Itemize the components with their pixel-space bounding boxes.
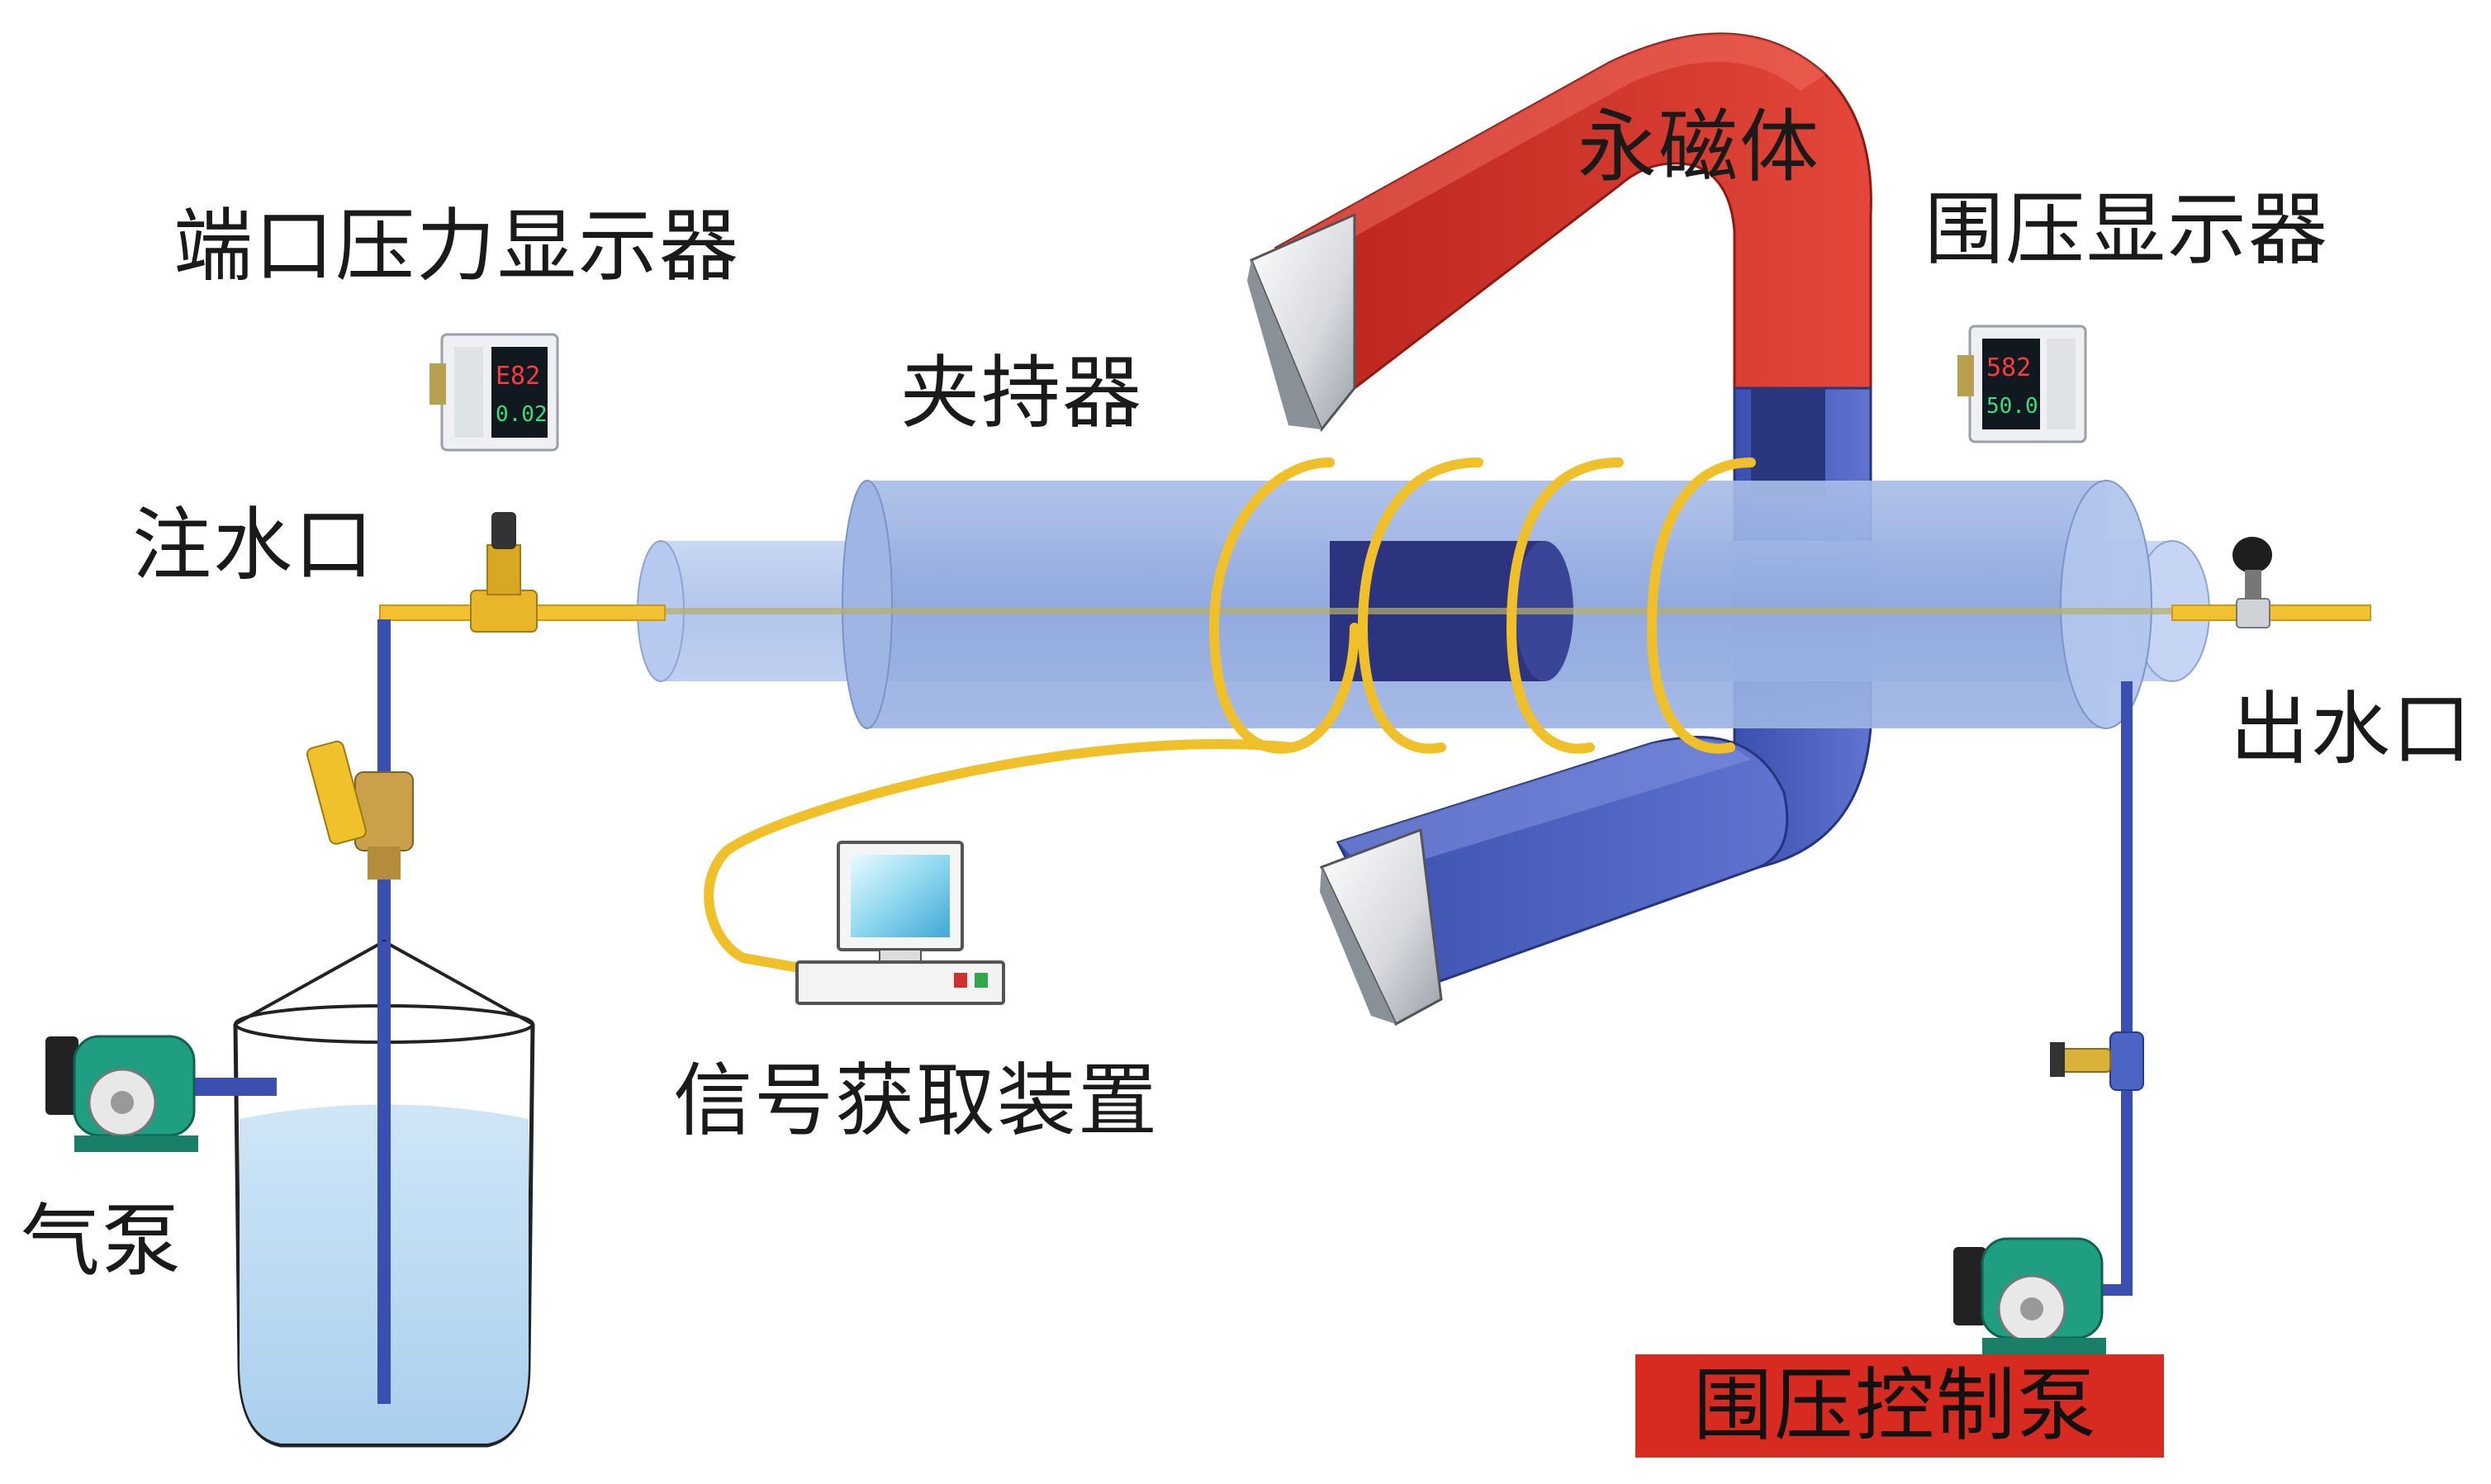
outlet-valve <box>2232 537 2272 628</box>
label-outlet: 出水口 <box>2230 683 2473 775</box>
label-holder: 夹持器 <box>900 347 1143 439</box>
confining-pipe <box>2121 681 2133 1288</box>
ball-valve <box>306 740 414 879</box>
port-pressure-gauge: E82 0.02 <box>429 333 559 452</box>
magnet-lower-arm <box>1319 736 1789 1026</box>
signal-computer <box>795 841 1005 1005</box>
label-air-pump: 气泵 <box>21 1195 183 1287</box>
label-confining-pressure-display: 围压显示器 <box>1924 183 2329 276</box>
label-signal-device: 信号获取装置 <box>673 1055 1159 1147</box>
water-beaker <box>194 939 535 1448</box>
magnet-pole-top <box>1247 212 1356 432</box>
gauge-left-top: E82 <box>496 362 540 391</box>
signal-cable <box>704 739 1298 975</box>
confining-control-pump <box>1953 1237 2106 1354</box>
core-holder <box>637 480 2210 729</box>
sensor-coils <box>704 458 1756 975</box>
gauge-right-top: 582 <box>1986 353 2031 382</box>
label-permanent-magnet: 永磁体 <box>1578 101 1820 193</box>
inlet-valve <box>470 512 538 633</box>
gauge-left-bottom: 0.02 <box>496 402 548 427</box>
label-confining-pump: 围压控制泵 <box>1693 1359 2098 1452</box>
air-pump <box>45 1035 198 1152</box>
label-injection-port: 注水口 <box>132 499 375 591</box>
label-port-pressure-display: 端口压力显示器 <box>173 200 740 292</box>
label-confining-pump-box: 围压控制泵 <box>1635 1354 2164 1458</box>
gauge-right-bottom: 50.0 <box>1986 394 2038 419</box>
outlet-pipe <box>2171 605 2371 621</box>
confining-fitting <box>2050 1042 2111 1077</box>
confining-pressure-gauge: 582 50.0 <box>1957 325 2087 443</box>
